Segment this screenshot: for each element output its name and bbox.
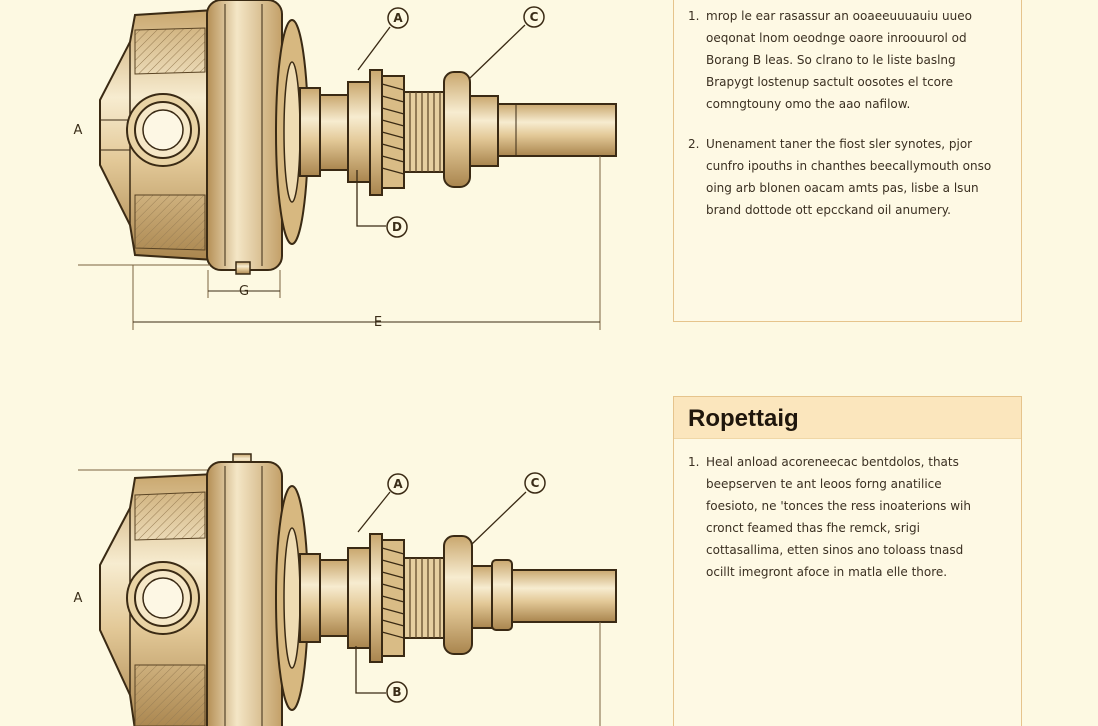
technical-drawing-bottom: A C B A <box>74 453 617 726</box>
end-plate <box>206 0 283 275</box>
note-line: cronct feamed thas fhe remck, srigi <box>706 521 920 535</box>
notes-list: 1. mrop le ear rasassur an ooaeeuuuauiu … <box>674 0 1021 221</box>
housing-port <box>126 561 200 635</box>
notes-panel-bottom: Ropettaig 1. Heal anload acoreneecac ben… <box>673 396 1022 726</box>
callout-a: A <box>387 473 409 495</box>
leader-lines <box>355 491 527 694</box>
note-item: 2. Unenament taner the fiost sler synote… <box>674 133 1021 221</box>
note-line: cunfro ipouths in chanthes beecallymouth… <box>706 159 992 173</box>
callout-c: C <box>523 6 545 28</box>
callout-a-label: A <box>393 11 403 25</box>
note-number: 1. <box>688 9 700 23</box>
shaft-assembly <box>299 533 617 663</box>
callout-d: D <box>386 216 408 238</box>
panel-header: Ropettaig <box>674 397 1021 439</box>
callout-a: A <box>387 7 409 29</box>
note-line: cottasallima, etten sinos ano toloass tn… <box>706 543 964 557</box>
housing-port <box>126 93 200 167</box>
dimension-lines: A <box>74 591 601 726</box>
note-line: oeqonat lnom oeodnge oaore inroouurol od <box>706 31 967 45</box>
note-line: comngtouny omo the aao nafilow. <box>706 97 911 111</box>
note-number: 1. <box>688 455 700 469</box>
thread-section <box>403 557 445 639</box>
note-line: foesioto, ne 'tonces the ress inoaterion… <box>706 499 971 513</box>
flange-ring <box>275 485 309 711</box>
dimension-lines: A G E <box>74 123 601 330</box>
callout-b: B <box>386 681 408 703</box>
note-item: 1. mrop le ear rasassur an ooaeeuuuauiu … <box>674 5 1021 115</box>
flange-ring <box>275 19 309 245</box>
panel-title: Ropettaig <box>688 405 799 432</box>
shaft-assembly <box>299 69 617 196</box>
callout-d-label: D <box>392 220 402 234</box>
note-item: 1. Heal anload acoreneecac bentdolos, th… <box>674 451 1021 583</box>
note-line: Heal anload acoreneecac bentdolos, thats <box>706 455 959 469</box>
leader-lines <box>356 24 526 227</box>
gear-teeth <box>381 75 405 189</box>
technical-drawing-top: A C D A G E <box>74 0 617 330</box>
note-line: Borang B leas. So clrano to le liste bas… <box>706 53 956 67</box>
callout-c-label: C <box>530 10 539 24</box>
note-number: 2. <box>688 137 700 151</box>
dimension-a-label: A <box>74 591 83 606</box>
note-line: mrop le ear rasassur an ooaeeuuuauiu uue… <box>706 9 972 23</box>
note-line: Brapygt lostenup sactult oosotes el tcor… <box>706 75 954 89</box>
callout-c: C <box>524 472 546 494</box>
note-line: brand dottode ott epcckand oil anumery. <box>706 203 951 217</box>
callout-b-label: B <box>392 685 401 699</box>
thread-section <box>403 91 445 173</box>
note-line: ocillt imegront afoce in matla elle thor… <box>706 565 948 579</box>
gear-teeth <box>381 539 405 657</box>
end-plate <box>206 453 283 726</box>
callout-c-label: C <box>531 476 540 490</box>
notes-panel-top: 1. mrop le ear rasassur an ooaeeuuuauiu … <box>673 0 1022 322</box>
callout-a-label: A <box>393 477 403 491</box>
note-line: Unenament taner the fiost sler synotes, … <box>706 137 973 151</box>
note-line: oing arb blonen oacam amts pas, lisbe a … <box>706 181 979 195</box>
note-line: beepserven te ant leoos forng anatilice <box>706 477 942 491</box>
dimension-e-label: E <box>374 315 382 330</box>
notes-list: 1. Heal anload acoreneecac bentdolos, th… <box>674 439 1021 583</box>
dimension-g-label: G <box>239 284 249 299</box>
dimension-a-label: A <box>74 123 83 138</box>
